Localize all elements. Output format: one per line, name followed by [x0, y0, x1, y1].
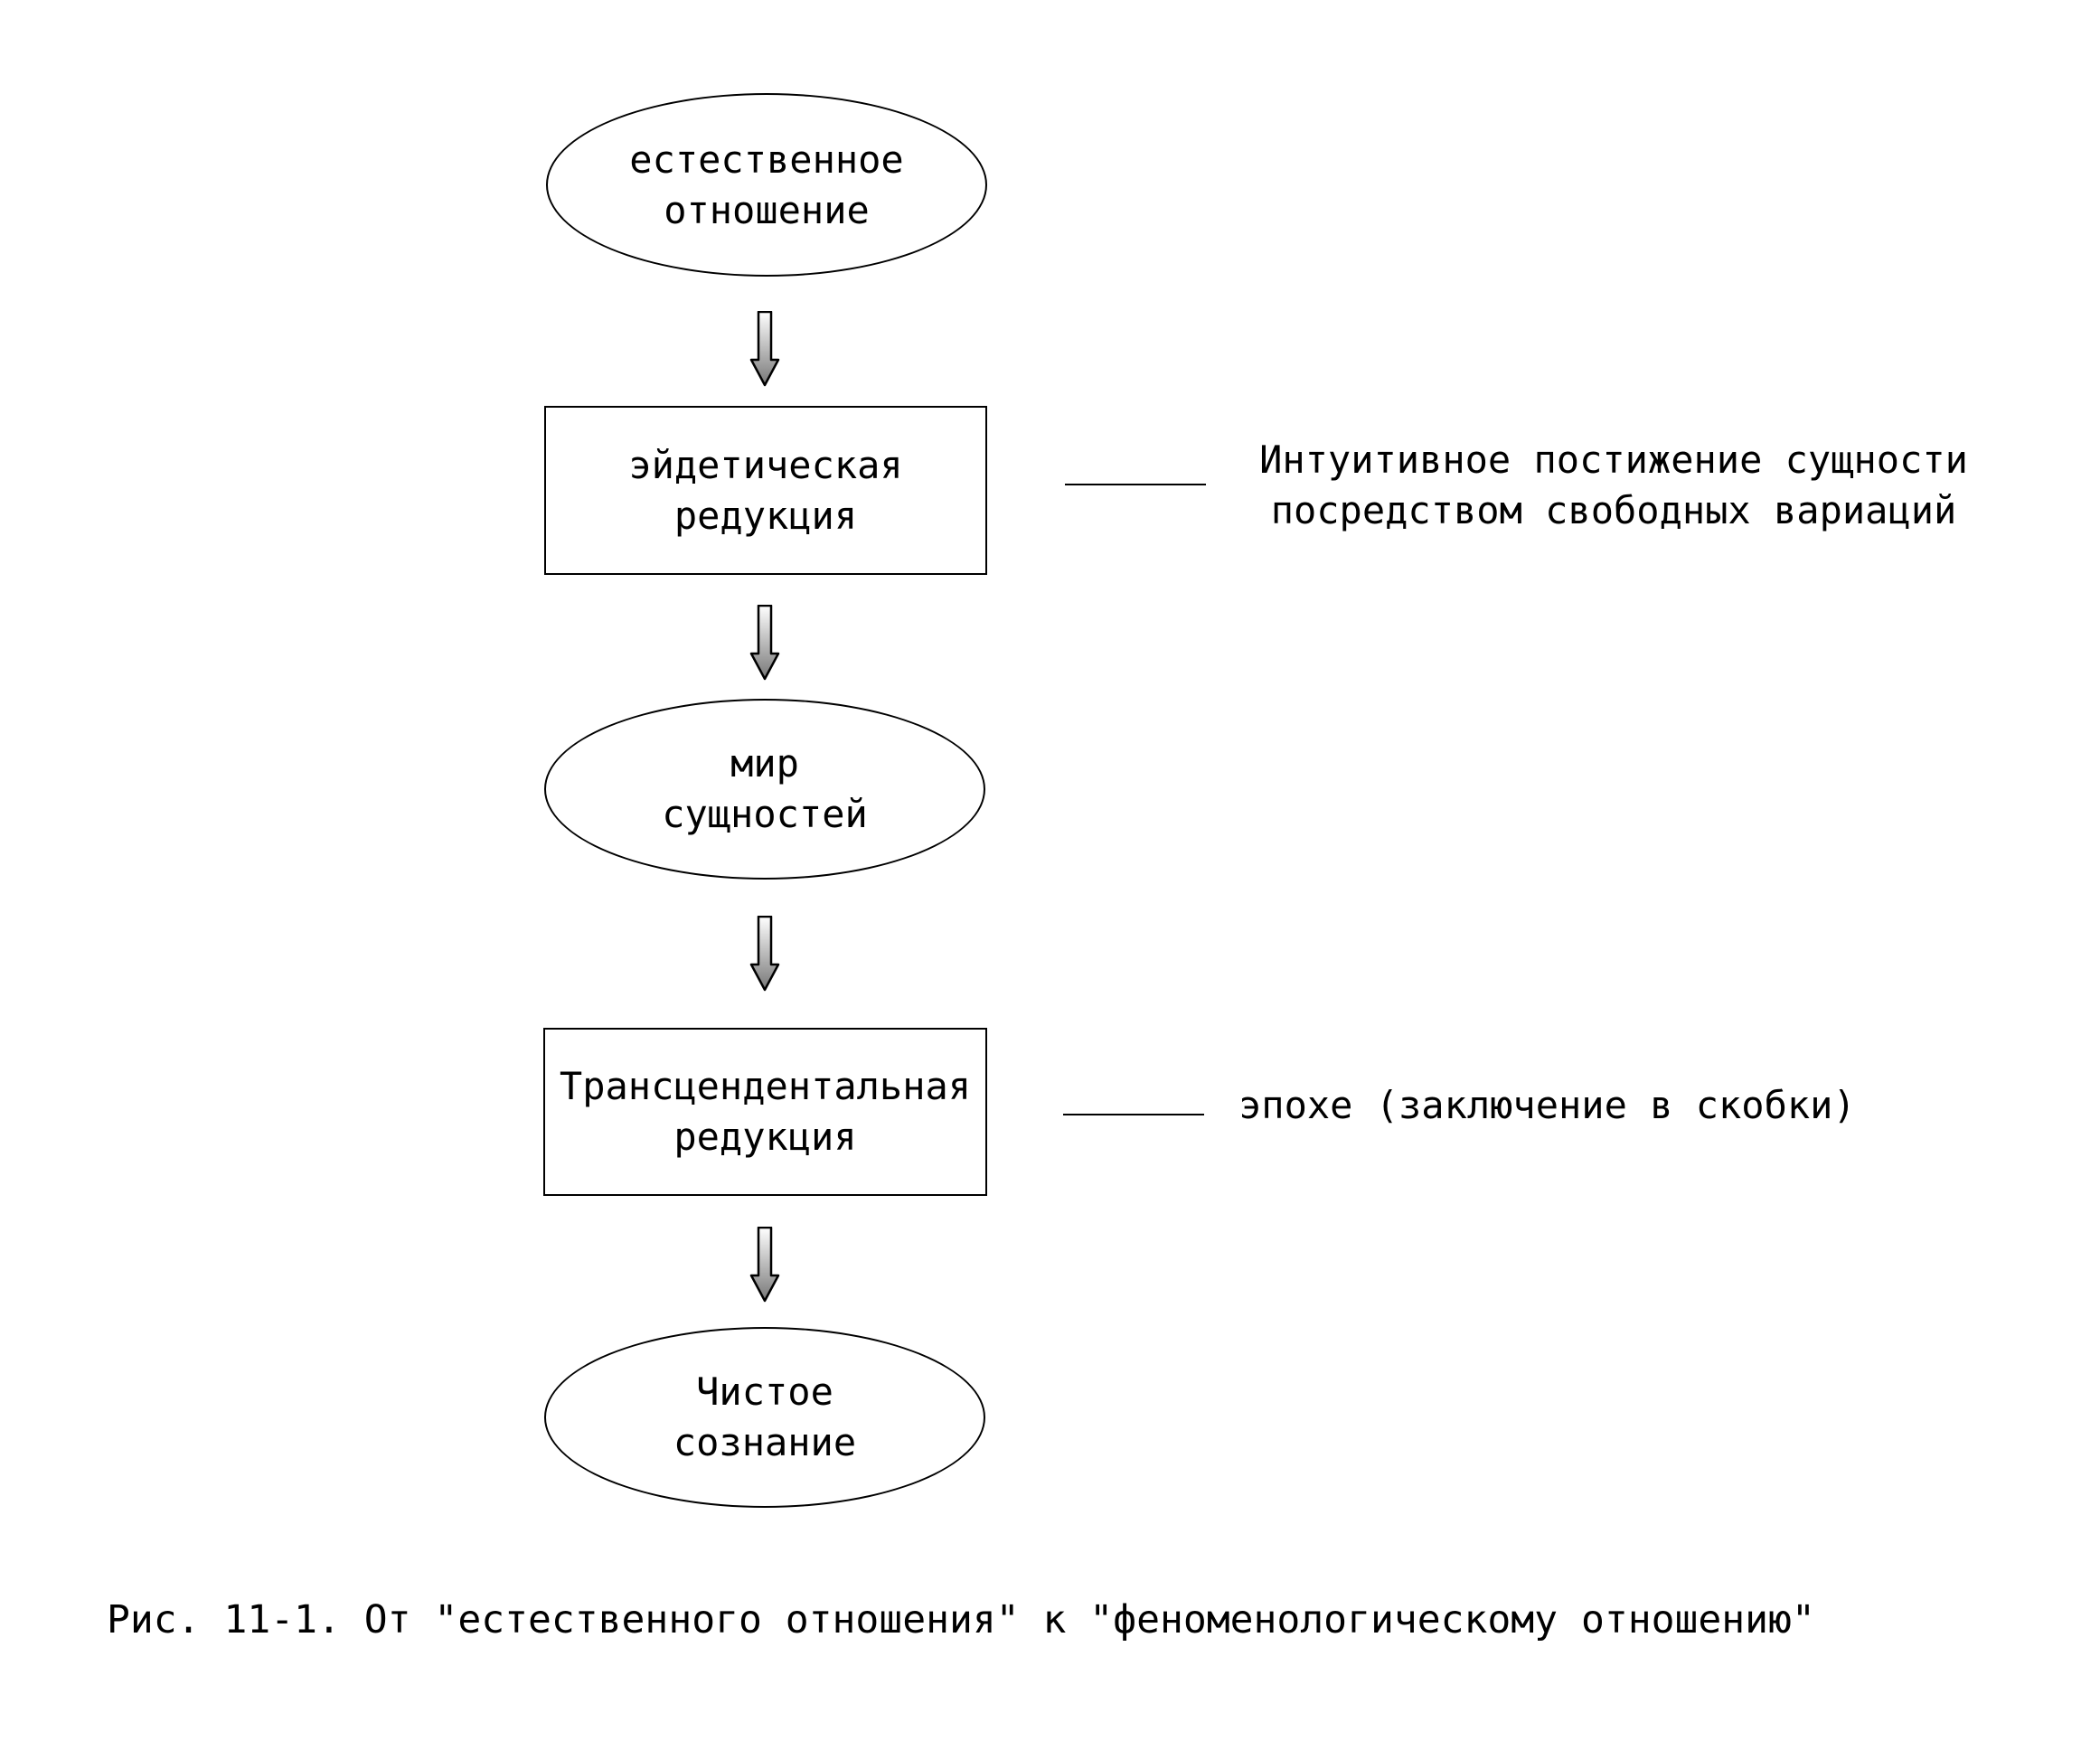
down-arrow-3: [749, 916, 780, 992]
annotation-connector-transcendental: [1063, 1114, 1204, 1115]
node-pure-consciousness-line-1: Чистое: [696, 1369, 833, 1414]
figure-caption: Рис. 11-1. От "естественного отношения" …: [107, 1597, 1815, 1642]
node-eidetic-reduction: эйдетическая редукция: [544, 406, 987, 575]
node-world-of-essences-line-2: сущностей: [662, 792, 868, 836]
down-arrow-1: [749, 311, 780, 387]
node-pure-consciousness: Чистое сознание: [544, 1327, 985, 1508]
annotation-eidetic-line-1: Интуитивное постижение сущности: [1259, 438, 1968, 482]
annotation-transcendental-line-1: эпохе (заключение в скобки): [1238, 1083, 1856, 1127]
annotation-connector-eidetic: [1065, 484, 1206, 485]
node-world-of-essences-line-1: мир: [730, 741, 799, 786]
node-eidetic-reduction-line-2: редукция: [673, 493, 858, 538]
node-world-of-essences: мир сущностей: [544, 699, 985, 880]
node-transcendental-reduction-line-2: редукция: [673, 1115, 857, 1159]
node-eidetic-reduction-line-1: эйдетическая: [628, 442, 903, 487]
node-natural-attitude-line-2: отношение: [664, 187, 870, 232]
node-pure-consciousness-line-2: сознание: [673, 1420, 857, 1464]
annotation-eidetic: Интуитивное постижение сущности посредст…: [1238, 435, 1989, 536]
down-arrow-2: [749, 605, 780, 681]
node-transcendental-reduction: Трансцендентальная редукция: [543, 1028, 987, 1196]
annotation-eidetic-line-2: посредством свободных вариаций: [1270, 488, 1957, 532]
annotation-transcendental: эпохе (заключение в скобки): [1238, 1080, 1856, 1131]
down-arrow-4: [749, 1227, 780, 1303]
node-natural-attitude-line-1: естественное: [629, 136, 904, 182]
node-natural-attitude: естественное отношение: [546, 93, 987, 277]
node-transcendental-reduction-line-1: Трансцендентальная: [559, 1064, 972, 1108]
